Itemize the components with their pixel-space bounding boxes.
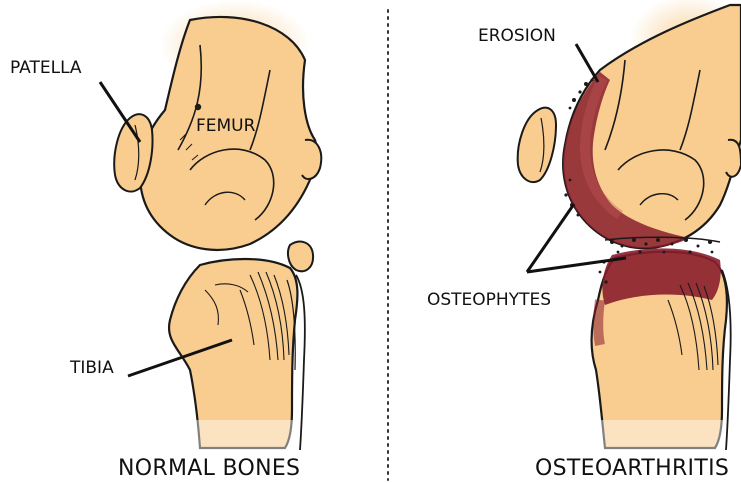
normal-knee-illustration xyxy=(100,0,321,455)
erosion-label: EROSION xyxy=(478,26,556,46)
normal-bones-caption: NORMAL BONES xyxy=(118,456,300,481)
arthritic-knee-illustration xyxy=(518,0,741,455)
tibia-label: TIBIA xyxy=(70,358,114,378)
osteophytes-label: OSTEOPHYTES xyxy=(427,290,551,310)
patella-label: PATELLA xyxy=(10,58,82,78)
arthritic-patella-bone xyxy=(518,108,556,182)
osteophytes-pointer-upper xyxy=(527,204,574,272)
femur-label: FEMUR xyxy=(196,116,255,136)
erosion-pointer xyxy=(576,44,598,82)
osteoarthritis-caption: OSTEOARTHRITIS xyxy=(535,456,729,481)
